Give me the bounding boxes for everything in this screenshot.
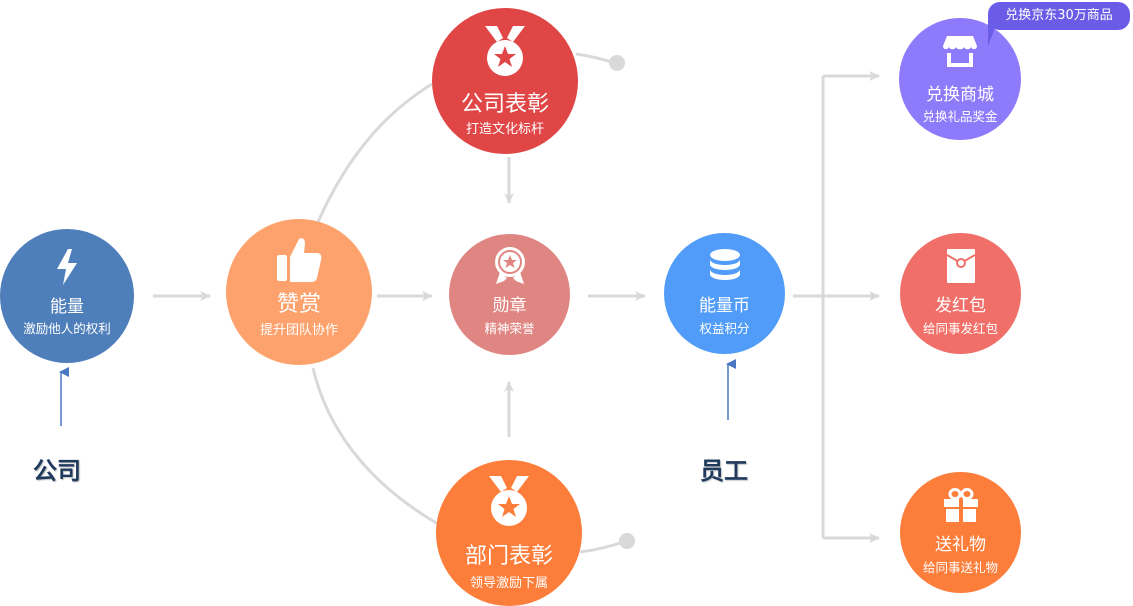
node-subtitle: 打造文化标杆 xyxy=(465,122,544,137)
node-energy[interactable]: 能量 激励他人的权利 xyxy=(0,229,134,363)
node-title: 送礼物 xyxy=(935,535,986,555)
node-title: 勋章 xyxy=(492,296,527,316)
actor-company: 公司 xyxy=(33,457,81,485)
node-title: 能量币 xyxy=(699,296,750,316)
node-title: 发红包 xyxy=(935,296,986,316)
store-icon xyxy=(943,36,977,67)
node-subtitle: 给同事送礼物 xyxy=(922,560,998,575)
medal-icon xyxy=(485,26,525,76)
node-red-packet[interactable]: 发红包 给同事发红包 xyxy=(900,233,1021,354)
node-mall[interactable]: 兑换商城 兑换礼品奖金 xyxy=(899,18,1021,140)
callout-tail xyxy=(988,20,998,46)
actor-employee: 员工 xyxy=(700,457,748,485)
node-subtitle: 领导激励下属 xyxy=(469,576,548,591)
coins-stack-icon xyxy=(709,249,740,280)
curve-praise-to-company-award xyxy=(316,82,433,223)
rosette-icon xyxy=(494,247,525,284)
node-title: 兑换商城 xyxy=(926,85,994,105)
node-badge[interactable]: 勋章 精神荣誉 xyxy=(449,234,570,355)
node-subtitle: 激励他人的权利 xyxy=(23,321,111,336)
node-title: 公司表彰 xyxy=(460,92,549,117)
node-coins[interactable]: 能量币 权益积分 xyxy=(664,233,785,354)
node-title: 部门表彰 xyxy=(464,544,553,569)
node-gift[interactable]: 送礼物 给同事送礼物 xyxy=(900,472,1021,593)
tail-dept-award xyxy=(579,539,627,554)
red-envelope-icon xyxy=(946,249,975,283)
tail-dot-company-award xyxy=(609,55,625,71)
node-subtitle: 权益积分 xyxy=(699,321,750,336)
gift-icon xyxy=(943,488,978,522)
node-subtitle: 给同事发红包 xyxy=(922,321,998,336)
node-dept-award[interactable]: 部门表彰 领导激励下属 xyxy=(436,460,582,606)
medal-icon xyxy=(489,476,529,526)
node-subtitle: 兑换礼品奖金 xyxy=(922,109,998,124)
star-icon xyxy=(494,46,516,67)
thumbs-up-icon xyxy=(277,238,322,282)
node-company-award[interactable]: 公司表彰 打造文化标杆 xyxy=(432,8,578,154)
curve-praise-to-dept-award xyxy=(311,367,439,526)
node-title: 赞赏 xyxy=(276,292,321,317)
node-title: 能量 xyxy=(50,297,84,317)
node-praise[interactable]: 赞赏 提升团队协作 xyxy=(226,219,372,365)
lightning-icon xyxy=(57,249,77,285)
tail-dot-dept-award xyxy=(619,533,635,549)
callout-text: 兑换京东30万商品 xyxy=(1005,8,1113,23)
callout-bubble: 兑换京东30万商品 xyxy=(988,2,1130,46)
node-subtitle: 提升团队协作 xyxy=(259,323,338,338)
star-icon xyxy=(498,496,520,517)
node-subtitle: 精神荣誉 xyxy=(484,321,535,336)
